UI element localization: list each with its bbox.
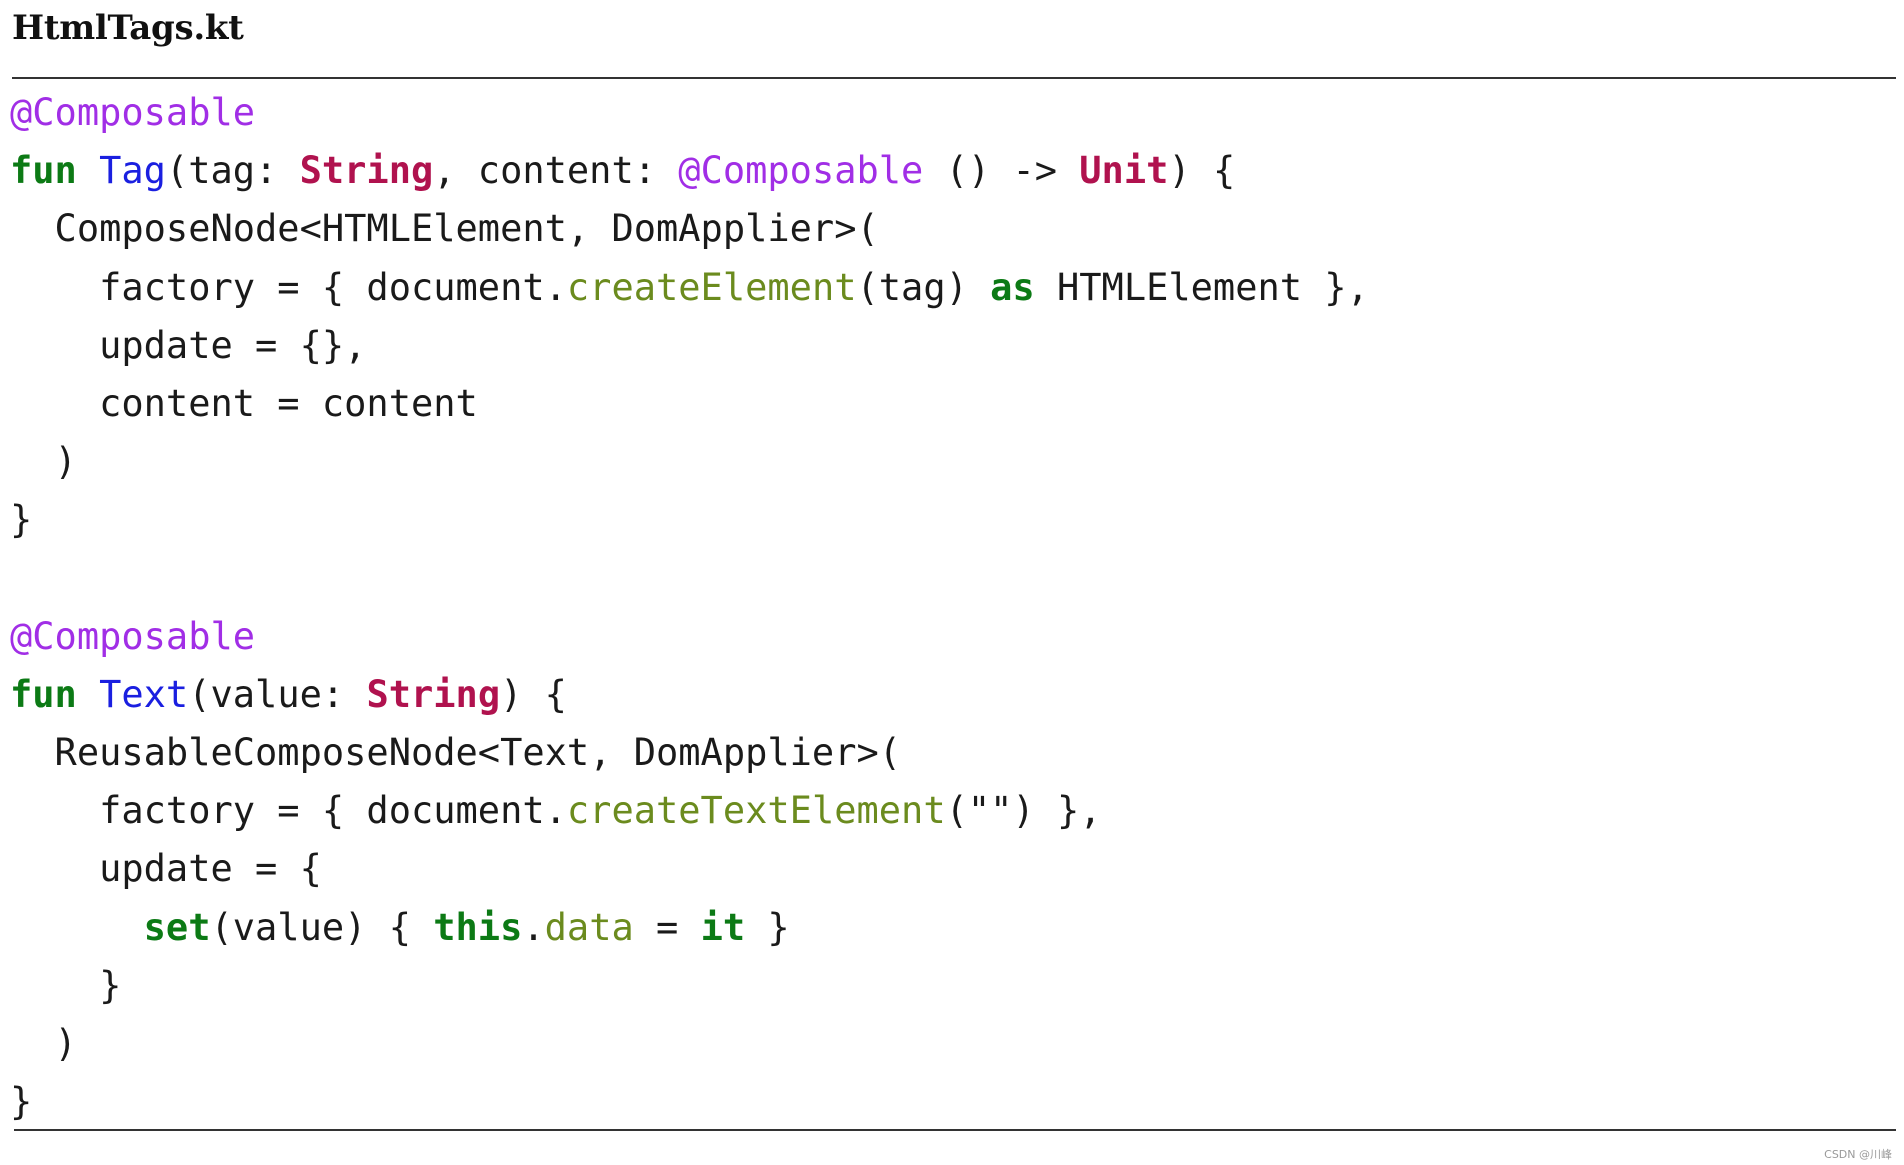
code-text: } (745, 905, 790, 949)
keyword-token: set (143, 905, 211, 949)
code-line: ComposeNode<HTMLElement, DomApplier>( (10, 200, 1369, 258)
code-line: } (10, 957, 1369, 1015)
code-text: ReusableComposeNode<Text, DomApplier>( (10, 731, 902, 775)
code-text: , content: (433, 149, 679, 193)
bottom-divider (14, 1129, 1896, 1131)
code-line: ReusableComposeNode<Text, DomApplier>( (10, 724, 1369, 782)
code-text: (value: (188, 672, 367, 716)
code-text: factory = { document. (10, 789, 567, 833)
type-token: String (299, 149, 434, 193)
code-text: () -> (923, 149, 1080, 193)
code-text: . (522, 905, 545, 949)
keyword-token: it (700, 905, 746, 949)
keyword-token: fun (10, 672, 77, 716)
type-token: Unit (1079, 149, 1169, 193)
code-line: factory = { document.createTextElement("… (10, 782, 1369, 840)
method-token: createElement (566, 265, 857, 309)
code-line: } (10, 1073, 1369, 1131)
code-text: (tag) (856, 265, 991, 309)
method-token: createTextElement (566, 789, 946, 833)
code-text: content = content (10, 381, 478, 425)
code-line: ) (10, 433, 1369, 491)
code-line: update = {}, (10, 317, 1369, 375)
annotation-token: @Composable (10, 91, 256, 134)
code-text: ComposeNode<HTMLElement, DomApplier>( (10, 207, 879, 251)
keyword-token: this (433, 905, 523, 949)
code-text: ) { (500, 672, 567, 716)
function-name-token: Tag (99, 149, 166, 193)
code-line: factory = { document.createElement(tag) … (10, 259, 1369, 317)
code-line: content = content (10, 375, 1369, 433)
code-text: ("") }, (945, 789, 1102, 833)
top-divider (12, 77, 1896, 79)
annotation-token: @Composable (678, 149, 924, 193)
code-text: } (10, 963, 122, 1007)
code-text: ) (10, 440, 77, 484)
code-text: } (10, 1080, 33, 1124)
code-text: ) (10, 1022, 77, 1065)
code-line: ) (10, 1015, 1369, 1073)
code-line: } (10, 491, 1369, 549)
code-text: (value) { (210, 905, 434, 949)
code-text: factory = { document. (10, 265, 567, 309)
code-line: update = { (10, 840, 1369, 898)
code-text: update = { (10, 847, 322, 891)
code-text: = (633, 905, 701, 949)
file-title: HtmlTags.kt (12, 8, 244, 48)
code-line: fun Text(value: String) { (10, 666, 1369, 724)
method-token: data (544, 905, 634, 949)
code-line (10, 550, 1369, 608)
code-text (10, 906, 144, 949)
watermark: CSDN @川峰 (1824, 1148, 1892, 1161)
code-text: ) { (1168, 149, 1236, 193)
code-line: @Composable (10, 608, 1369, 666)
code-line: fun Tag(tag: String, content: @Composabl… (10, 142, 1369, 200)
code-text (77, 149, 99, 192)
code-text: update = {}, (10, 323, 367, 367)
annotation-token: @Composable (10, 614, 256, 658)
code-line: @Composable (10, 84, 1369, 142)
code-text (77, 673, 99, 716)
code-line: set(value) { this.data = it } (10, 899, 1369, 957)
code-text: HTMLElement }, (1034, 265, 1369, 309)
keyword-token: fun (10, 149, 77, 193)
code-text: (tag: (165, 149, 300, 193)
type-token: String (366, 672, 501, 716)
function-name-token: Text (99, 672, 189, 716)
code-text: } (10, 498, 33, 542)
keyword-token: as (990, 265, 1035, 309)
